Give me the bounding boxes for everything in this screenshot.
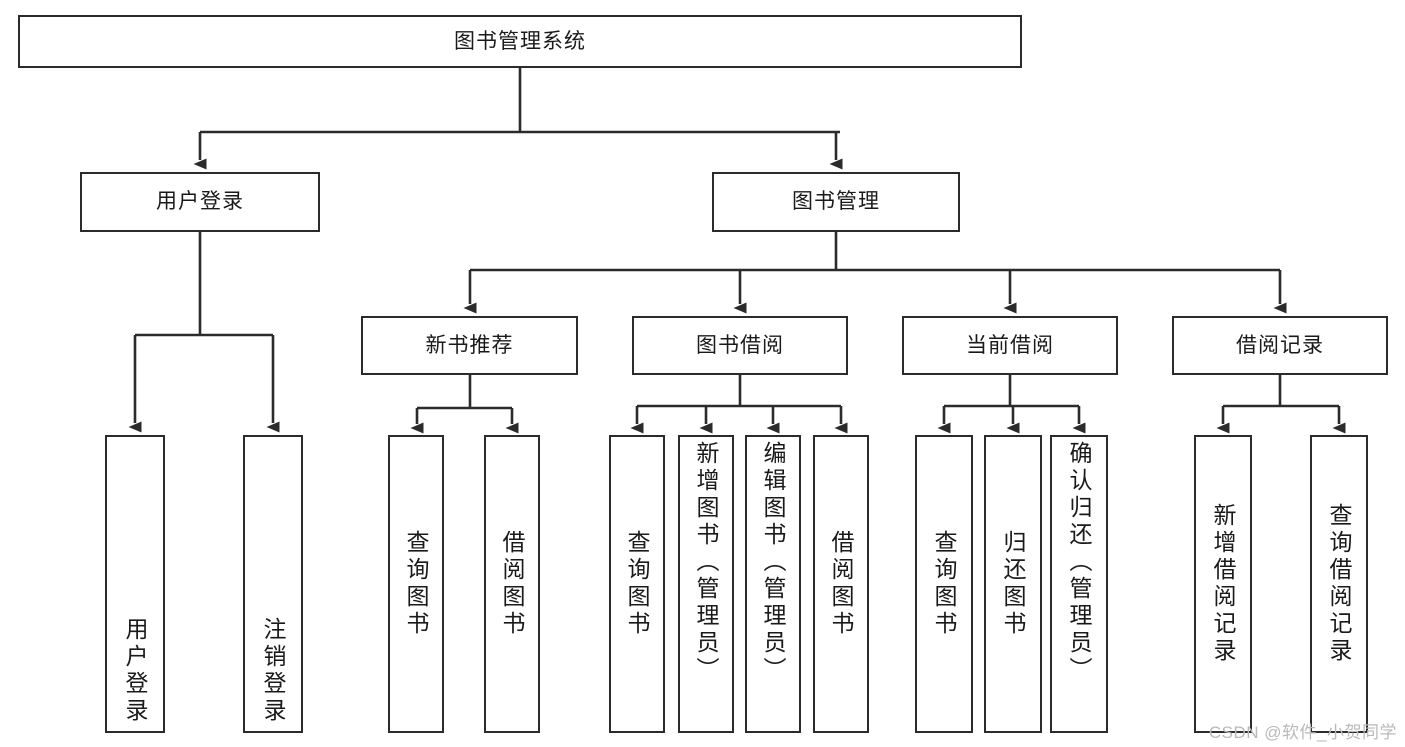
node-leaf-user-login[interactable]: 用户登录 [105, 435, 165, 733]
node-leaf-borrow-book-2-label: 借阅图书 [828, 530, 855, 638]
node-book-manage-label: 图书管理 [792, 190, 880, 214]
node-leaf-add-book-label: 新增图书（管理员） [693, 441, 720, 684]
node-leaf-return-book[interactable]: 归还图书 [984, 435, 1042, 733]
node-leaf-add-record-label: 新增借阅记录 [1210, 503, 1237, 665]
node-leaf-edit-book[interactable]: 编辑图书（管理员） [745, 435, 801, 733]
node-book-borrow-label: 图书借阅 [696, 333, 784, 357]
node-leaf-return-book-label: 归还图书 [1000, 530, 1027, 638]
node-leaf-query-book-1-label: 查询图书 [403, 530, 430, 638]
node-leaf-query-book-1[interactable]: 查询图书 [388, 435, 444, 733]
node-leaf-user-logout-label: 注销登录 [260, 617, 287, 725]
node-leaf-query-book-2[interactable]: 查询图书 [609, 435, 665, 733]
node-leaf-add-book[interactable]: 新增图书（管理员） [678, 435, 734, 733]
node-leaf-user-logout[interactable]: 注销登录 [243, 435, 303, 733]
node-leaf-user-login-label: 用户登录 [122, 617, 149, 725]
node-current-borrow[interactable]: 当前借阅 [902, 316, 1118, 375]
node-leaf-confirm-return[interactable]: 确认归还（管理员） [1050, 435, 1108, 733]
node-leaf-add-record[interactable]: 新增借阅记录 [1194, 435, 1252, 733]
node-borrow-record-label: 借阅记录 [1236, 333, 1324, 357]
node-leaf-query-book-3[interactable]: 查询图书 [915, 435, 973, 733]
node-user-login[interactable]: 用户登录 [80, 172, 320, 232]
node-current-borrow-label: 当前借阅 [966, 333, 1054, 357]
node-root-label: 图书管理系统 [454, 29, 586, 53]
node-leaf-borrow-book-1-label: 借阅图书 [499, 530, 526, 638]
node-new-book-rec-label: 新书推荐 [425, 333, 514, 357]
node-leaf-query-book-3-label: 查询图书 [931, 530, 958, 638]
node-book-manage[interactable]: 图书管理 [712, 172, 960, 232]
node-leaf-query-record[interactable]: 查询借阅记录 [1310, 435, 1368, 733]
node-borrow-record[interactable]: 借阅记录 [1172, 316, 1388, 375]
node-leaf-confirm-return-label: 确认归还（管理员） [1066, 441, 1093, 684]
node-book-borrow[interactable]: 图书借阅 [632, 316, 848, 375]
node-new-book-rec[interactable]: 新书推荐 [361, 316, 578, 375]
node-leaf-borrow-book-2[interactable]: 借阅图书 [813, 435, 869, 733]
node-leaf-borrow-book-1[interactable]: 借阅图书 [484, 435, 540, 733]
watermark: CSDN @软件_小贺同学 [1208, 723, 1397, 742]
node-root[interactable]: 图书管理系统 [18, 15, 1022, 68]
node-leaf-query-book-2-label: 查询图书 [624, 530, 651, 638]
node-leaf-query-record-label: 查询借阅记录 [1326, 503, 1353, 665]
node-leaf-edit-book-label: 编辑图书（管理员） [760, 441, 787, 684]
node-user-login-label: 用户登录 [156, 190, 244, 214]
